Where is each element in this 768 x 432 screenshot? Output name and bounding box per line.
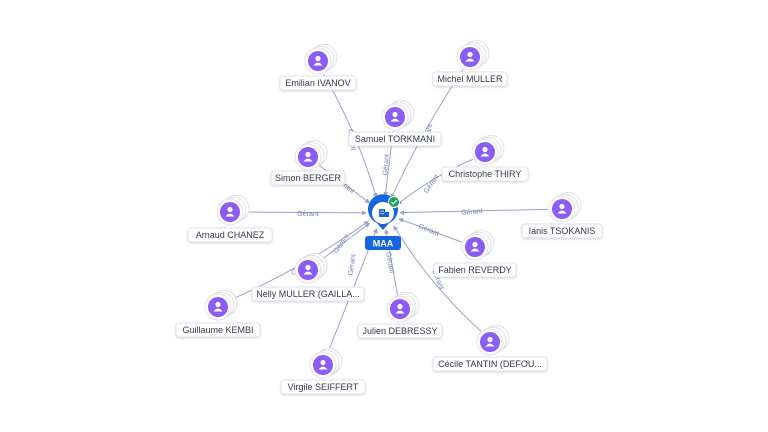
edge-label: Gérant	[384, 252, 395, 274]
edge-label: Gérant	[382, 154, 391, 176]
person-icon	[225, 206, 235, 217]
person-icon	[465, 51, 475, 62]
person-node[interactable]: Ianis TSOKANIS	[521, 191, 603, 239]
person-node[interactable]: Michel MULLER	[432, 39, 508, 87]
edge-label: Gérant	[417, 223, 440, 238]
person-icon	[303, 151, 313, 162]
person-icon	[313, 55, 323, 66]
person-name: Virgile SEIFFERT	[288, 382, 359, 392]
person-name: Arnaud CHANEZ	[196, 230, 265, 240]
person-name: Nelly MULLER (GAILLA...	[256, 289, 360, 299]
person-icon	[480, 146, 490, 157]
person-icon	[303, 264, 313, 275]
person-label-bg	[280, 379, 366, 395]
person-name: Ianis TSOKANIS	[529, 226, 596, 236]
person-icon	[390, 111, 400, 122]
person-node[interactable]: Julien DEBRESSY	[357, 291, 443, 339]
person-name: Julien DEBRESSY	[362, 326, 437, 336]
person-label-bg	[432, 356, 548, 372]
person-name: Christophe THIRY	[449, 169, 522, 179]
person-name: Guillaume KEMBI	[182, 325, 253, 335]
person-node[interactable]: Arnaud CHANEZ	[187, 194, 273, 243]
person-label-bg	[175, 322, 261, 338]
building-icon	[379, 209, 389, 217]
person-icon	[485, 336, 495, 347]
person-node[interactable]: Virgile SEIFFERT	[280, 347, 366, 395]
person-icon	[395, 303, 405, 314]
person-node[interactable]: Guillaume KEMBI	[175, 289, 261, 338]
company-label-bg	[365, 236, 401, 250]
person-icon	[213, 301, 223, 312]
person-node[interactable]: Samuel TORKMANI	[348, 99, 442, 147]
person-name: Cécile TANTIN (DEFOU...	[438, 359, 542, 369]
relationship-edge	[384, 228, 399, 296]
person-label-bg	[251, 286, 365, 302]
person-node[interactable]: Nelly MULLER (GAILLA...	[251, 252, 365, 302]
person-name: Michel MULLER	[437, 74, 503, 84]
relationship-edge	[399, 208, 549, 216]
person-name: Fabien REVERDY	[438, 265, 512, 275]
person-node[interactable]: Christophe THIRY	[441, 134, 529, 182]
person-label-bg	[357, 323, 443, 339]
person-label-bg	[432, 71, 508, 87]
person-label-bg	[270, 170, 346, 186]
person-name: Emilian IVANOV	[285, 78, 350, 88]
company-label: MAA	[373, 239, 394, 249]
edge-label: Gérant	[297, 211, 318, 218]
person-label-bg	[433, 262, 517, 278]
relationship-edge	[396, 158, 474, 205]
person-name: Simon BERGER	[275, 173, 342, 183]
person-name: Samuel TORKMANI	[355, 134, 435, 144]
person-node[interactable]: Simon BERGER	[270, 139, 346, 186]
nodes-layer: Emilian IVANOV Michel MULLER Samuel TORKMA…	[175, 39, 603, 395]
person-label-bg	[348, 131, 442, 147]
edge-label: Gérant	[348, 254, 358, 276]
check-badge-icon	[388, 196, 400, 208]
person-label-bg	[521, 223, 603, 239]
edge-label: Gérant	[461, 208, 483, 217]
person-icon	[557, 203, 567, 214]
company-node[interactable]: MAA	[365, 194, 401, 250]
person-node[interactable]: Fabien REVERDY	[433, 229, 517, 278]
person-icon	[318, 359, 328, 370]
relationship-edge	[398, 217, 463, 243]
edge-label: Gérant	[333, 233, 351, 255]
relationship-edge	[393, 225, 482, 332]
person-node[interactable]: Cécile TANTIN (DEFOU...	[432, 324, 548, 372]
person-label-bg	[441, 166, 529, 182]
person-label-bg	[279, 75, 357, 91]
person-icon	[470, 241, 480, 252]
person-node[interactable]: Emilian IVANOV	[279, 43, 357, 91]
person-label-bg	[187, 227, 273, 243]
relationship-edge	[243, 210, 367, 216]
